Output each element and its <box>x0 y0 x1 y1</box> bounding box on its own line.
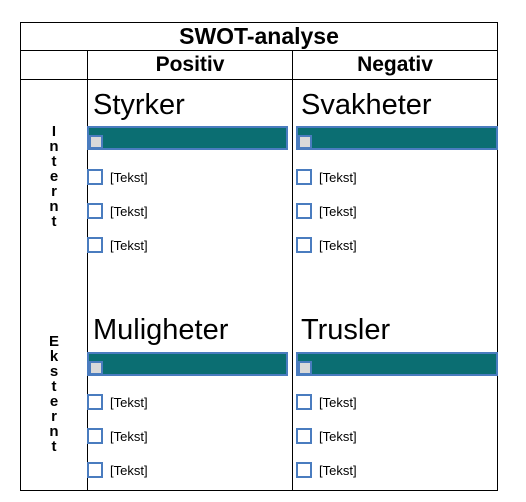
threats-header-bar <box>296 352 498 376</box>
row-label-letter: e <box>49 168 59 185</box>
item-label: [Tekst] <box>319 238 357 253</box>
row-label-letter: k <box>49 348 59 365</box>
item-label: [Tekst] <box>319 463 357 478</box>
item-label: [Tekst] <box>110 395 148 410</box>
opportunities-header-bar <box>87 352 288 376</box>
checkbox[interactable] <box>296 394 312 410</box>
opportunities-title: Muligheter <box>93 314 229 346</box>
row-label-letter: r <box>51 183 57 200</box>
strengths-header-bar <box>87 126 288 150</box>
table-border-title-bottom <box>20 50 498 51</box>
strengths-header-checkbox[interactable] <box>89 135 103 149</box>
table-border-header-bottom <box>20 79 498 80</box>
row-label-letter: E <box>48 333 59 350</box>
item-label: [Tekst] <box>110 238 148 253</box>
row-label-letter: I <box>51 123 57 140</box>
item-label: [Tekst] <box>110 429 148 444</box>
column-header-negative: Negativ <box>357 53 433 76</box>
checkbox[interactable] <box>296 462 312 478</box>
item-label: [Tekst] <box>110 463 148 478</box>
weaknesses-header-bar <box>296 126 498 150</box>
checkbox[interactable] <box>87 462 103 478</box>
table-border-right <box>497 22 498 491</box>
opportunities-header-checkbox[interactable] <box>89 361 103 375</box>
row-label-letter: e <box>49 393 59 410</box>
table-border-left <box>20 22 21 491</box>
checkbox[interactable] <box>296 203 312 219</box>
row-label-letter: n <box>49 423 59 440</box>
table-border-bottom <box>20 490 498 491</box>
row-label-letter: t <box>51 153 57 170</box>
column-divider-2 <box>292 50 293 491</box>
item-label: [Tekst] <box>110 170 148 185</box>
strengths-title: Styrker <box>93 89 185 121</box>
row-label-letter: n <box>49 138 59 155</box>
item-label: [Tekst] <box>319 429 357 444</box>
checkbox[interactable] <box>87 203 103 219</box>
table-border-top <box>20 22 498 23</box>
threats-header-checkbox[interactable] <box>298 361 312 375</box>
row-label-letter: n <box>49 198 59 215</box>
item-label: [Tekst] <box>319 204 357 219</box>
item-label: [Tekst] <box>319 395 357 410</box>
row-label-letter: t <box>51 438 57 455</box>
checkbox[interactable] <box>87 394 103 410</box>
checkbox[interactable] <box>87 169 103 185</box>
row-label-letter: s <box>49 363 59 380</box>
weaknesses-title: Svakheter <box>301 89 432 121</box>
column-divider-1 <box>87 50 88 491</box>
weaknesses-header-checkbox[interactable] <box>298 135 312 149</box>
checkbox[interactable] <box>87 237 103 253</box>
item-label: [Tekst] <box>110 204 148 219</box>
item-label: [Tekst] <box>319 170 357 185</box>
checkbox[interactable] <box>296 428 312 444</box>
row-label-letter: r <box>51 408 57 425</box>
threats-title: Trusler <box>301 314 391 346</box>
column-header-positive: Positiv <box>155 53 225 76</box>
checkbox[interactable] <box>296 237 312 253</box>
row-label-letter: t <box>51 378 57 395</box>
checkbox[interactable] <box>296 169 312 185</box>
checkbox[interactable] <box>87 428 103 444</box>
page-title: SWOT-analyse <box>179 23 339 49</box>
row-label-letter: t <box>51 213 57 230</box>
